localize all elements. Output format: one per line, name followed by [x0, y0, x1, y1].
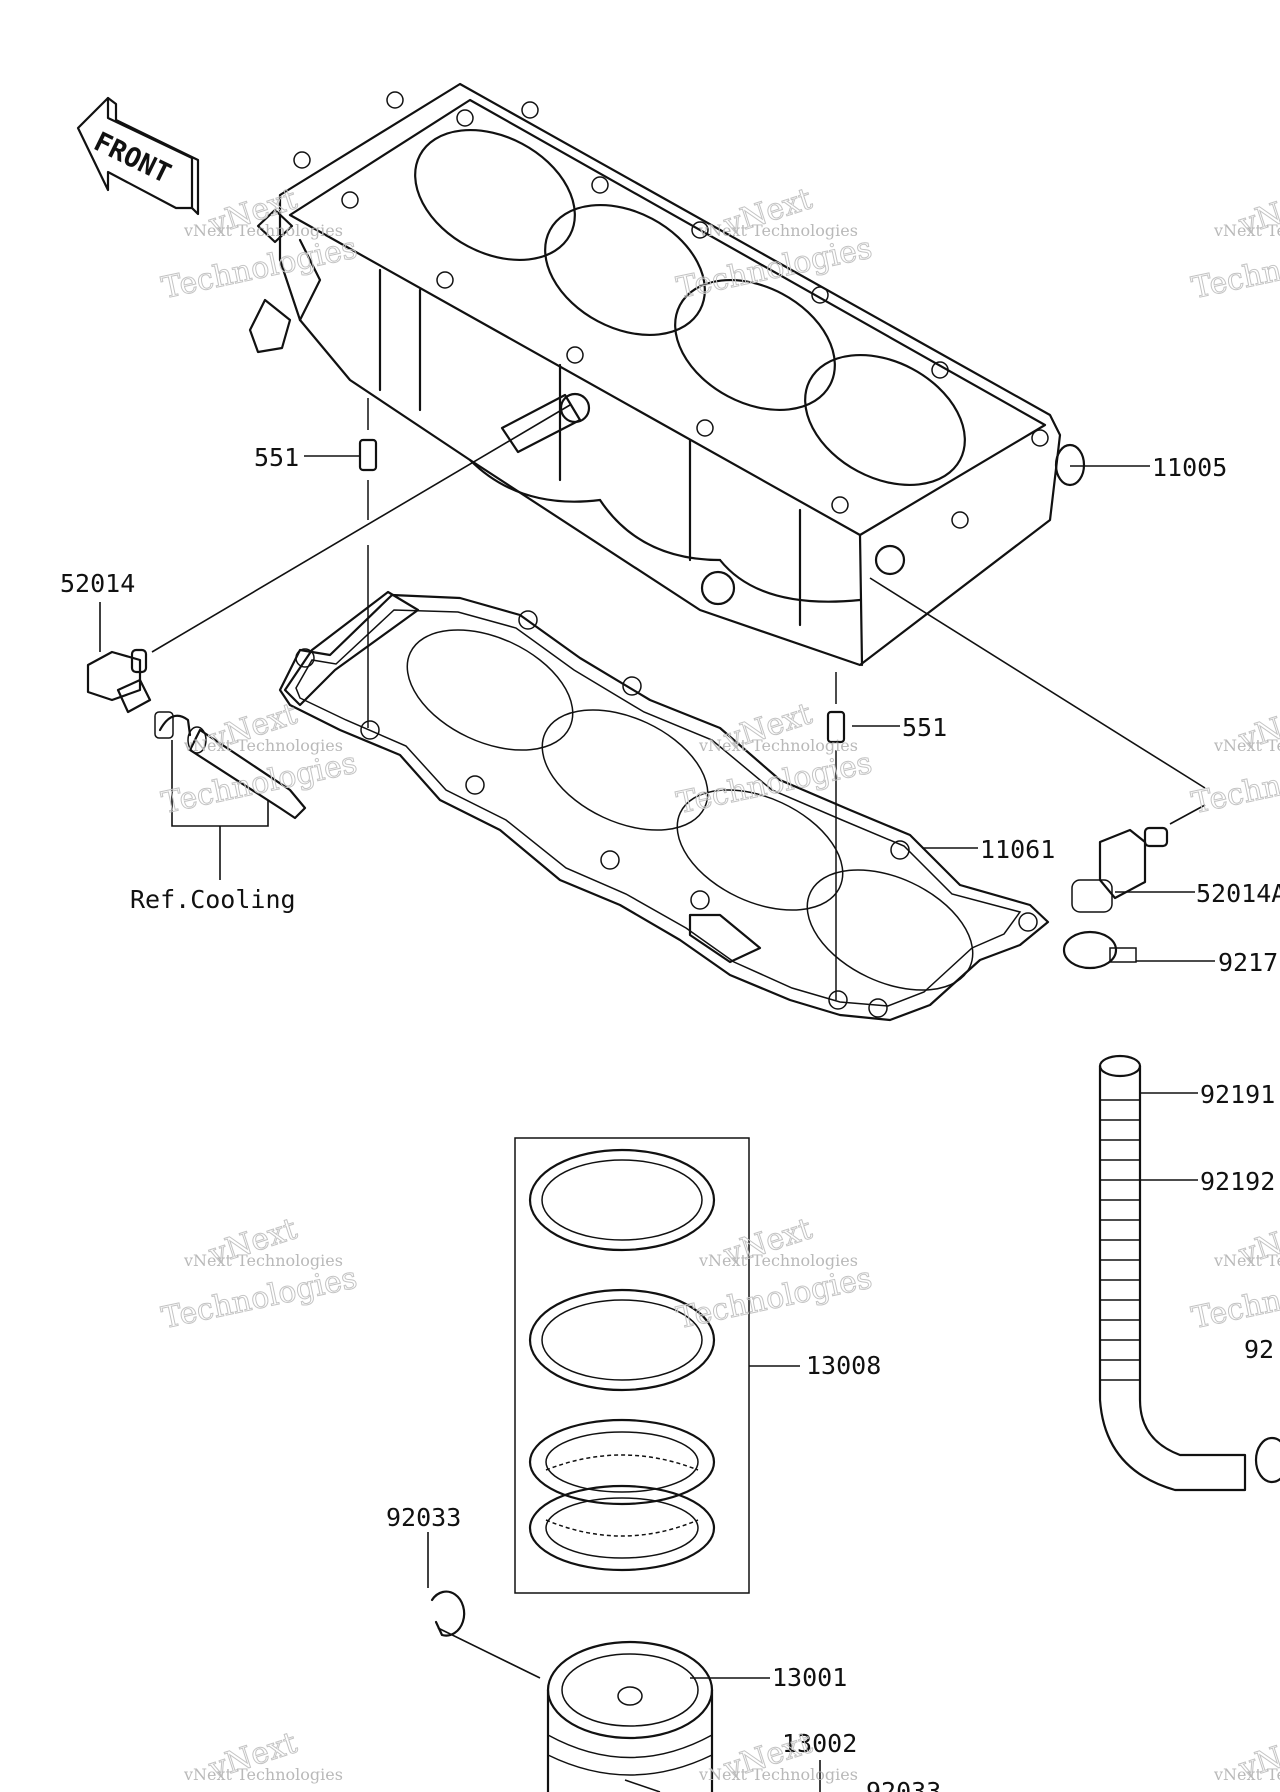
piston — [546, 1640, 714, 1792]
watermark-line1: vNext Technologies — [1213, 736, 1280, 755]
label-11061: 11061 — [980, 835, 1055, 864]
label-13002: 13002 — [782, 1729, 857, 1758]
dowel-pin-bottom — [826, 710, 846, 744]
watermark-line1: vNext Technologies — [1213, 1765, 1280, 1784]
label-13001: 13001 — [772, 1663, 847, 1692]
watermark: vNext vNext Technologies — [1213, 1725, 1280, 1787]
watermark: vNext vNext Technologies Technologies — [1188, 181, 1280, 307]
label-92171: 92171 — [1218, 948, 1280, 977]
watermark-line1: vNext Technologies — [1213, 221, 1280, 240]
watermark: vNext vNext Technologies — [183, 1725, 343, 1787]
label-ref-cooling: Ref.Cooling — [130, 885, 296, 914]
label-52014: 52014 — [60, 569, 135, 598]
watermark: vNext vNext Technologies Technologies — [158, 181, 360, 307]
piston-pin-clip — [430, 1590, 466, 1637]
cylinder-block — [248, 82, 1086, 667]
cooling-hose-short — [187, 726, 307, 820]
label-92192: 92192 — [1200, 1167, 1275, 1196]
watermark: vNext vNext Technologies Technologies — [673, 1211, 875, 1337]
label-551-bottom: 551 — [902, 713, 947, 742]
label-52014a: 52014A — [1196, 879, 1280, 908]
watermark: vNext vNext Technologies Technologies — [673, 181, 875, 307]
label-11005: 11005 — [1152, 453, 1227, 482]
watermark-line3: Technologies — [674, 231, 875, 307]
watermark-line1: vNext Technologies — [183, 1765, 343, 1784]
watermark-line3: Technologies — [1189, 746, 1280, 822]
dowel-pin-top — [358, 438, 378, 472]
piston-ring-set — [514, 1137, 750, 1594]
watermark-line3: Technologies — [159, 1261, 360, 1337]
watermark-line1: vNext Technologies — [183, 221, 343, 240]
watermark-line1: vNext Technologies — [183, 736, 343, 755]
watermark-line3: Technologies — [1189, 1261, 1280, 1337]
watermark-line1: vNext Technologies — [1213, 1251, 1280, 1270]
fitting-52014 — [86, 648, 192, 739]
watermark: vNext vNext Technologies Technologies — [1188, 1211, 1280, 1337]
fitting-52014a — [1071, 826, 1169, 913]
hose-clamp-92171 — [1062, 930, 1137, 970]
watermark-line3: Technologies — [674, 1261, 875, 1337]
watermark: vNext vNext Technologies Technologies — [158, 1211, 360, 1337]
label-92033-top: 92033 — [386, 1503, 461, 1532]
label-92033-bottom: 92033 — [866, 1777, 941, 1792]
watermark-line1: vNext Technologies — [698, 1765, 858, 1784]
cooling-hose-long — [1098, 1054, 1280, 1492]
front-arrow-text: FRONT — [89, 126, 176, 189]
watermark-line1: vNext Technologies — [698, 736, 858, 755]
label-13008: 13008 — [806, 1351, 881, 1380]
watermark: vNext vNext Technologies Technologies — [1188, 696, 1280, 822]
watermark-line3: Technologies — [159, 231, 360, 307]
watermark-line3: Technologies — [1189, 231, 1280, 307]
cylinder-head-gasket — [278, 590, 1050, 1022]
label-551-top: 551 — [254, 443, 299, 472]
watermark-line3: Technologies — [674, 746, 875, 822]
label-92191: 92191 — [1200, 1080, 1275, 1109]
watermark-line1: vNext Technologies — [183, 1251, 343, 1270]
watermark-line1: vNext Technologies — [698, 1251, 858, 1270]
watermark-line3: Technologies — [159, 746, 360, 822]
watermark: vNext vNext Technologies Technologies — [158, 696, 360, 822]
label-92-partial: 92 — [1244, 1335, 1274, 1364]
watermark-line1: vNext Technologies — [698, 221, 858, 240]
front-arrow-icon: FRONT — [76, 96, 200, 216]
